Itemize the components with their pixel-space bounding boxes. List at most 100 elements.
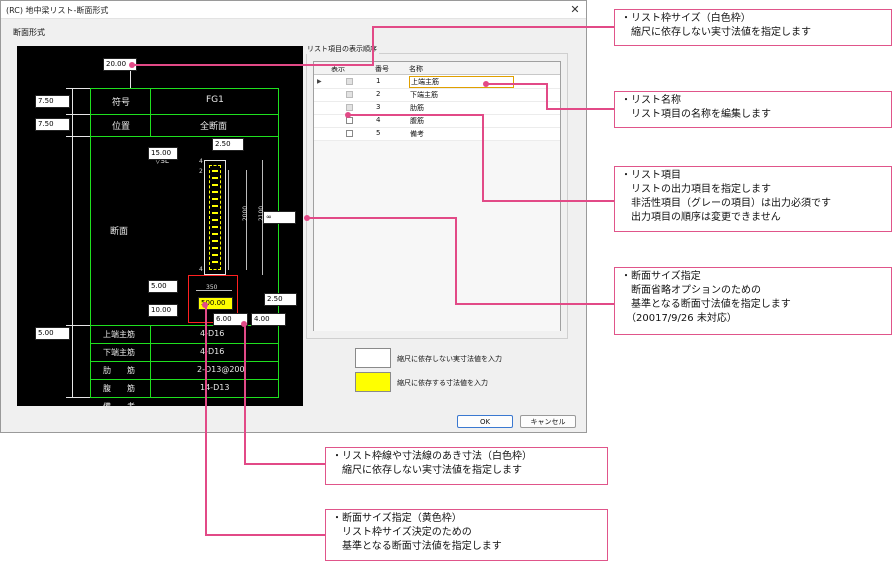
row-value: 14-D13	[200, 383, 230, 392]
row-value: 4-D16	[200, 347, 225, 356]
section-dim-input[interactable]: 2.50	[212, 138, 244, 151]
row-label: 下端主筋	[103, 348, 135, 357]
header-name: 名称	[409, 65, 423, 73]
section-dim-input[interactable]: 2.50	[264, 293, 297, 306]
section-label: 断面形式	[13, 28, 45, 37]
grid-line	[90, 114, 278, 115]
list-order-group	[306, 53, 568, 339]
pointer-dot	[241, 321, 247, 327]
dim-text: 350	[206, 284, 218, 291]
grid-line	[90, 343, 278, 344]
dialog-title: (RC) 地中梁リスト-断面形式	[6, 6, 109, 15]
callout-line: 出力項目の順序は変更できません	[621, 212, 781, 223]
dim-text: 4	[199, 266, 203, 273]
item-number: 5	[376, 129, 381, 137]
item-name[interactable]: 備考	[410, 130, 424, 138]
pointer-line	[486, 83, 548, 85]
list-item[interactable]: ▶ 1 上端主筋	[314, 75, 560, 89]
row-value: 4-D16	[200, 329, 225, 338]
callout-line: 縮尺に依存しない実寸法値を指定します	[332, 465, 522, 476]
list-item[interactable]: 2 下端主筋	[314, 88, 560, 102]
close-icon[interactable]: ✕	[570, 3, 580, 16]
section-size-input[interactable]: ∞	[263, 211, 296, 224]
section-dim-input[interactable]: 15.00	[148, 147, 178, 160]
item-name[interactable]: 下端主筋	[410, 91, 438, 99]
dim-line	[246, 170, 247, 270]
list-item[interactable]: 5 備考	[314, 127, 560, 141]
gap-dim-input[interactable]: 6.00	[213, 313, 248, 326]
row-value: 2-D13@200	[197, 365, 245, 374]
pointer-line	[455, 217, 457, 305]
pointer-line	[455, 303, 614, 305]
dim-line	[66, 136, 90, 137]
callout-section-size: ・断面サイズ指定 断面省略オプションのための 基準となる断面寸法値を指定します …	[614, 267, 892, 335]
callout-line: ・リスト名称	[621, 95, 681, 106]
header-show: 表示	[331, 65, 345, 73]
dim-line	[66, 397, 90, 398]
bottom-height-input[interactable]: 5.00	[35, 327, 70, 340]
cancel-button[interactable]: キャンセル	[520, 415, 576, 428]
list-order-caption: リスト項目の表示順序	[305, 44, 379, 54]
item-number: 2	[376, 90, 381, 98]
row-label: 肋 筋	[103, 366, 135, 375]
grid-line	[90, 88, 91, 398]
grid-line	[150, 88, 151, 136]
item-name[interactable]: 肋筋	[410, 104, 424, 112]
list-item[interactable]: 4 腹筋	[314, 114, 560, 128]
grid-line	[90, 379, 278, 380]
pointer-line	[372, 26, 374, 66]
pointer-line	[205, 305, 207, 536]
rebar-cage	[209, 165, 221, 270]
grid-header: 表示 番号 名称	[314, 62, 560, 75]
pointer-line	[348, 114, 484, 116]
dim-line	[66, 114, 90, 115]
ok-button[interactable]: OK	[457, 415, 513, 428]
dim-line	[66, 325, 90, 326]
grid-empty-area	[314, 141, 560, 331]
show-checkbox[interactable]	[346, 117, 353, 124]
dim-line	[228, 170, 229, 270]
dim-text: 2	[199, 168, 203, 175]
callout-line: リスト項目の名称を編集します	[621, 109, 771, 120]
callout-line: （20017/9/26 未対応）	[621, 313, 737, 324]
show-checkbox	[346, 91, 353, 98]
row-height-input[interactable]: 7.50	[35, 118, 70, 131]
pointer-line	[205, 534, 325, 536]
item-number: 1	[376, 77, 381, 85]
callout-section-yellow: ・断面サイズ指定（黄色枠） リスト枠サイズ決定のための 基準となる断面寸法値を指…	[325, 509, 608, 561]
callout-line: 断面省略オプションのための	[621, 285, 761, 296]
legend-white-swatch	[355, 348, 391, 368]
grid-line	[278, 88, 279, 398]
label-section: 断面	[110, 227, 129, 237]
callout-line: 非活性項目（グレーの項目）は出力必須です	[621, 198, 831, 209]
pointer-dot	[304, 215, 310, 221]
item-name-editor[interactable]: 上端主筋	[409, 76, 514, 88]
list-item[interactable]: 3 肋筋	[314, 101, 560, 115]
callout-line: リストの出力項目を指定します	[621, 184, 771, 195]
title-bar: (RC) 地中梁リスト-断面形式 ✕	[1, 1, 586, 19]
show-checkbox	[346, 78, 353, 85]
callout-line: ・断面サイズ指定（黄色枠）	[332, 513, 462, 524]
callout-line: 基準となる断面寸法値を指定します	[332, 541, 502, 552]
section-dim-input[interactable]: 5.00	[148, 280, 178, 293]
pointer-line	[546, 108, 614, 110]
dim-line	[262, 160, 263, 275]
pointer-line	[482, 200, 614, 202]
callout-list-name: ・リスト名称 リスト項目の名称を編集します	[614, 91, 892, 128]
show-checkbox[interactable]	[346, 130, 353, 137]
grid-line	[150, 325, 151, 398]
pointer-line	[244, 463, 325, 465]
row-height-input[interactable]: 7.50	[35, 95, 70, 108]
pointer-dot	[202, 302, 208, 308]
gap-dim-input[interactable]: 4.00	[251, 313, 286, 326]
item-number: 4	[376, 116, 381, 124]
level-mark: ▽SL	[155, 157, 169, 165]
pointer-line	[244, 324, 246, 465]
callout-line: ・断面サイズ指定	[621, 271, 701, 282]
item-name[interactable]: 腹筋	[410, 117, 424, 125]
pointer-line	[132, 64, 374, 66]
header-number: 番号	[375, 65, 389, 73]
dim-text: 4	[199, 158, 203, 165]
section-dim-input[interactable]: 10.00	[148, 304, 178, 317]
dim-line	[66, 88, 90, 89]
